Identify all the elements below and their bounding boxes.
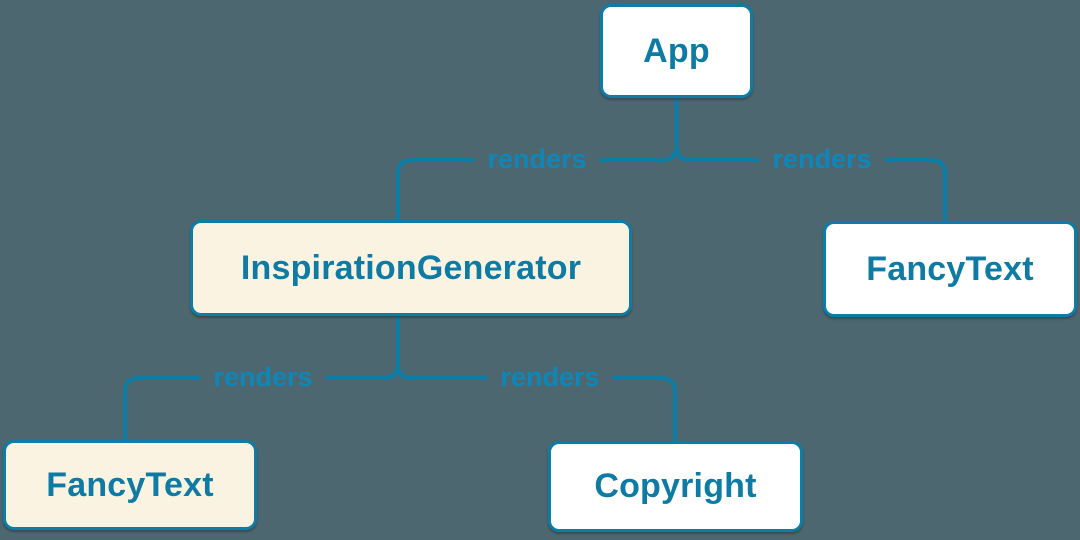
node-app: App (600, 4, 753, 98)
node-fancy-text-top-right: FancyText (823, 221, 1077, 317)
edge-label-renders-4: renders (487, 362, 613, 393)
edge-label-renders-2: renders (759, 144, 885, 175)
node-copyright: Copyright (548, 441, 803, 532)
node-copyright-label: Copyright (594, 467, 757, 505)
edge-label-renders-1: renders (474, 144, 600, 175)
node-inspiration-generator-label: InspirationGenerator (240, 248, 582, 287)
node-inspiration-generator: InspirationGenerator (190, 220, 632, 316)
node-fancy-text-bottom-label: FancyText (46, 465, 214, 504)
edge-label-renders-3: renders (200, 362, 326, 393)
node-fancy-text-top-right-label: FancyText (866, 249, 1034, 288)
node-app-label: App (643, 31, 710, 70)
node-fancy-text-bottom: FancyText (3, 440, 257, 530)
